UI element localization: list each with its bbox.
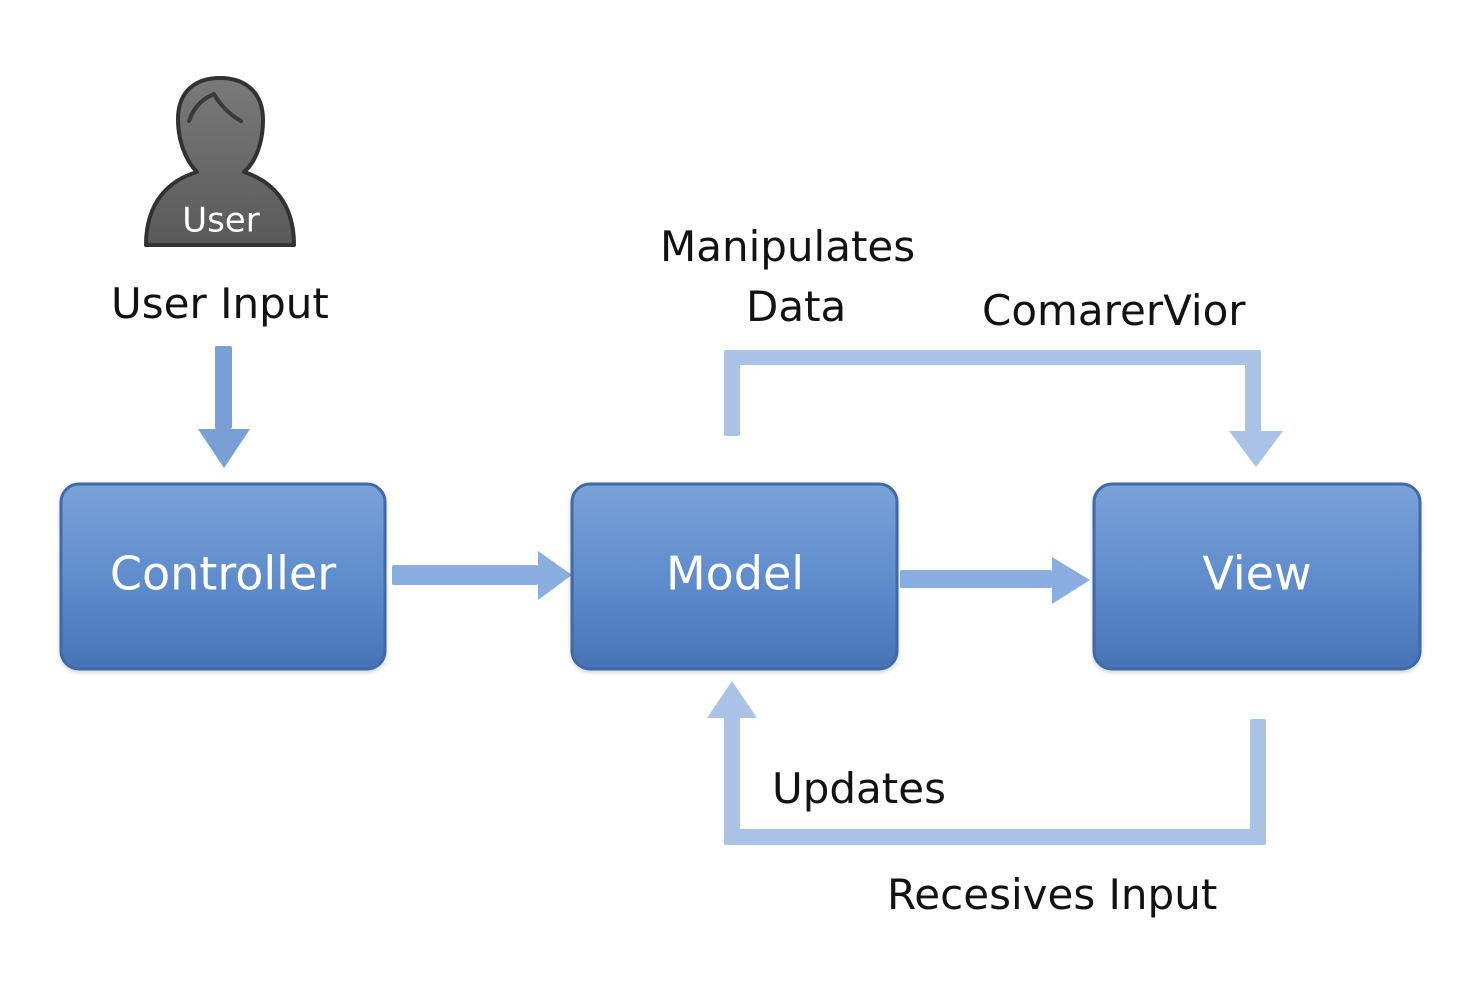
user-input-arrow <box>198 346 250 468</box>
comarer-vior-label: ComarerVior <box>982 286 1246 335</box>
manipulates-label-line2: Data <box>746 282 847 331</box>
model-to-view-loop-arrow <box>724 350 1283 467</box>
user-icon: User <box>144 76 296 247</box>
manipulates-label-line1: Manipulates <box>660 222 916 271</box>
controller-label: Controller <box>110 547 336 601</box>
controller-node: Controller <box>59 482 387 671</box>
updates-label: Updates <box>772 764 946 813</box>
model-to-view-arrow <box>900 557 1090 604</box>
model-label: Model <box>666 547 804 601</box>
view-node: View <box>1092 482 1422 671</box>
view-to-model-loop-arrow <box>707 681 1266 845</box>
model-node: Model <box>570 482 899 671</box>
view-label: View <box>1202 547 1311 601</box>
recesives-input-label: Recesives Input <box>887 870 1218 919</box>
user-badge-label: User <box>182 201 260 241</box>
controller-to-model-arrow <box>392 551 572 600</box>
user-input-label: User Input <box>111 279 329 328</box>
